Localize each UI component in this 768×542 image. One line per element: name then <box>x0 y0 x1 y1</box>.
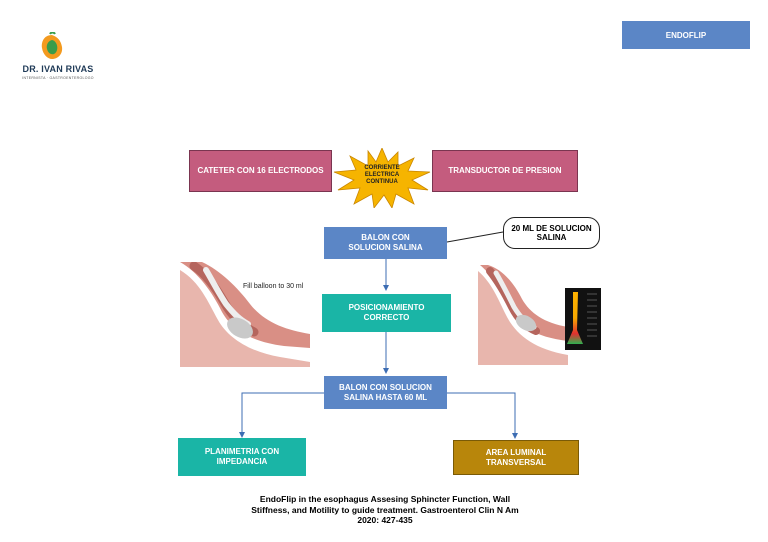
esophagus-illustration-right <box>478 265 568 365</box>
endoflip-tag: ENDOFLIP <box>622 21 750 49</box>
current-line-1: CORRIENTE <box>364 165 400 171</box>
citation-line-3: 2020: 427-435 <box>357 515 413 526</box>
current-starburst: CORRIENTE ELECTRICA CONTINUA <box>332 146 432 209</box>
balloon-saline-box: BALON CON SOLUCION SALINA <box>324 227 447 259</box>
branch-left <box>239 392 324 438</box>
catheter-box: CATETER CON 16 ELECTRODOS <box>189 150 332 192</box>
esophagus-balloon-icon <box>180 261 310 367</box>
citation: EndoFlip in the esophagus Assesing Sphin… <box>200 494 570 526</box>
saline-note: 20 ML DE SOLUCION SALINA <box>503 217 600 249</box>
branch-right <box>447 392 518 439</box>
positioning-box: POSICIONAMIENTO CORRECTO <box>322 294 451 332</box>
current-line-2: ELECTRICA <box>364 171 400 178</box>
line-saline-to-note <box>446 231 504 243</box>
saline-note-line-1: 20 ML DE SOLUCION <box>511 223 592 233</box>
esophagus-illustration-left <box>180 261 310 367</box>
starburst-icon <box>333 146 431 209</box>
colormap-icon <box>567 292 597 344</box>
current-label: CORRIENTE ELECTRICA CONTINUA <box>332 165 432 186</box>
logo-mark-icon <box>41 32 63 59</box>
citation-line-2: Stiffness, and Motility to guide treatme… <box>251 504 519 515</box>
fill-balloon-label: Fill balloon to 30 ml <box>243 283 304 290</box>
esophagus-balloon-right-icon <box>478 265 568 365</box>
citation-line-1: EndoFlip in the esophagus Assesing Sphin… <box>259 494 511 504</box>
current-line-3: CONTINUA <box>366 178 398 185</box>
planimetry-box: PLANIMETRIA CON IMPEDANCIA <box>178 438 306 476</box>
logo-name: DR. IVAN RIVAS <box>22 64 94 74</box>
pressure-colormap-image <box>565 288 601 350</box>
area-box: AREA LUMINAL TRANSVERSAL <box>453 440 579 475</box>
saline-note-line-2: SALINA <box>536 233 567 242</box>
balloon-60ml-box: BALON CON SOLUCION SALINA HASTA 60 ML <box>324 376 447 409</box>
transducer-box: TRANSDUCTOR DE PRESION <box>432 150 578 192</box>
logo: DR. IVAN RIVAS INTERNISTA · GASTROENTERO… <box>18 32 98 82</box>
logo-subtitle: INTERNISTA · GASTROENTEROLOGO <box>22 76 94 80</box>
